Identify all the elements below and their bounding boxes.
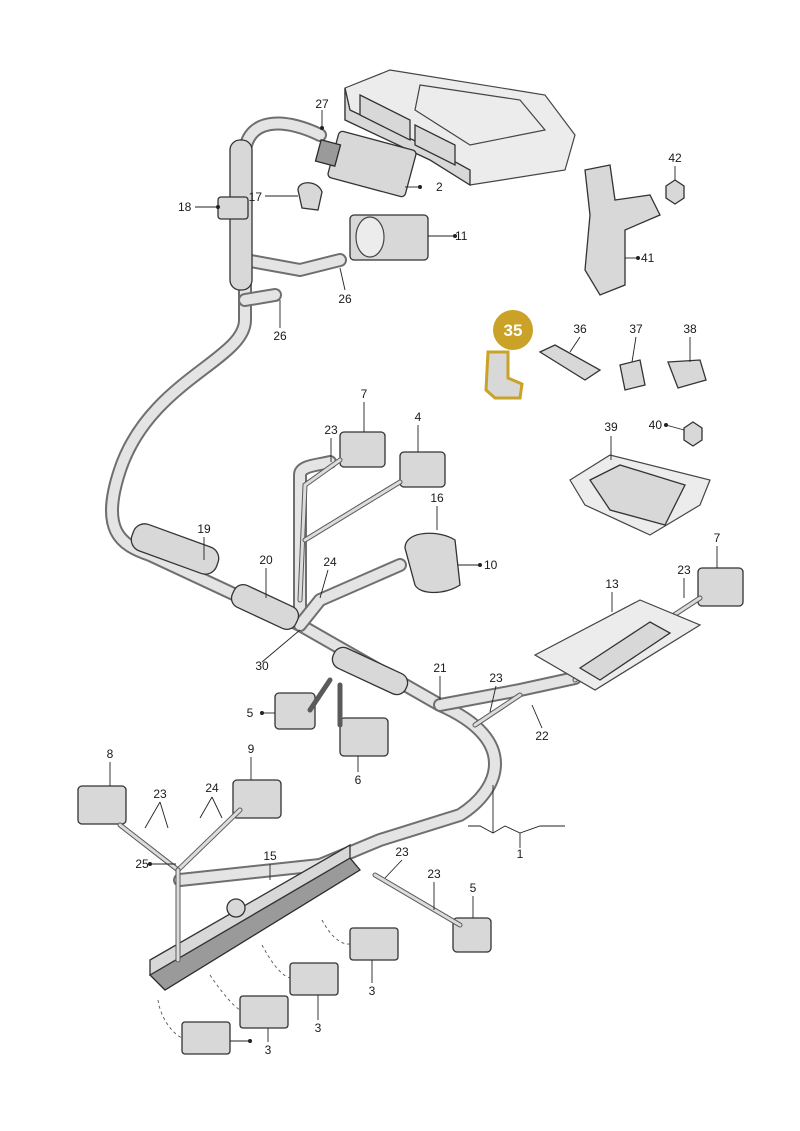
- label-30: 30: [255, 659, 269, 673]
- injector-dashed-leads: [157, 919, 351, 1039]
- label-18: 18: [178, 200, 192, 214]
- label-39: 39: [604, 420, 618, 434]
- label-26-right: 26: [338, 292, 352, 306]
- injector-connectors: [181, 927, 399, 1055]
- label-1: 1: [517, 847, 524, 861]
- connector-2: [314, 130, 417, 198]
- label-17: 17: [249, 190, 263, 204]
- connector-4: [399, 451, 446, 488]
- connector-5-lower: [452, 917, 492, 953]
- label-8: 8: [107, 747, 114, 761]
- injector-rail-harness: [148, 843, 361, 991]
- label-16: 16: [430, 491, 444, 505]
- connector-10: [404, 532, 461, 594]
- label-3-c: 3: [265, 1043, 272, 1057]
- connector-7-upper: [339, 431, 386, 468]
- connector-9: [232, 779, 282, 819]
- label-20: 20: [259, 553, 273, 567]
- bracket-41: [584, 164, 661, 296]
- holder-18: [217, 196, 249, 220]
- label-24-lower: 24: [205, 781, 219, 795]
- label-21: 21: [433, 661, 447, 675]
- connector-8: [77, 785, 127, 825]
- label-7-right: 7: [714, 531, 721, 545]
- main-wiring-harness: [104, 116, 582, 887]
- label-3-b: 3: [315, 1021, 322, 1035]
- part-number-labels: 27 2 18 17 11 26 26 42 41 36 37 38 39 40…: [107, 97, 721, 1057]
- connector-7-right: [697, 567, 744, 607]
- label-27: 27: [315, 97, 329, 111]
- label-5-left: 5: [247, 706, 254, 720]
- label-23-lower-mid: 23: [395, 845, 409, 859]
- nut-42: [665, 179, 685, 205]
- leader-lines: [109, 110, 718, 1042]
- part-35-badge[interactable]: 35: [493, 310, 533, 350]
- label-9: 9: [248, 742, 255, 756]
- label-36: 36: [573, 322, 587, 336]
- part-35-badge-label: 35: [504, 321, 523, 340]
- label-40: 40: [649, 418, 663, 432]
- clip-37: [619, 359, 646, 391]
- plate-36: [538, 344, 602, 381]
- label-23-mid: 23: [489, 671, 503, 685]
- label-15: 15: [263, 849, 277, 863]
- label-23-lower-left: 23: [153, 787, 167, 801]
- cup-39: [569, 454, 711, 536]
- label-7-upper: 7: [361, 387, 368, 401]
- connector-5-left: [274, 692, 316, 730]
- label-6: 6: [355, 773, 362, 787]
- label-11: 11: [455, 229, 468, 243]
- label-26-left: 26: [273, 329, 287, 343]
- label-23-upper: 23: [324, 423, 338, 437]
- label-2: 2: [436, 180, 443, 194]
- label-5-lower: 5: [470, 881, 477, 895]
- connector-11: [349, 214, 429, 261]
- label-dots: [148, 126, 668, 1043]
- label-4: 4: [415, 410, 422, 424]
- label-3-a: 3: [369, 984, 376, 998]
- label-38: 38: [683, 322, 697, 336]
- bracket-35: [484, 350, 524, 400]
- label-24-upper: 24: [323, 555, 337, 569]
- connector-6: [339, 717, 389, 757]
- label-42: 42: [668, 151, 682, 165]
- heat-shield-plate: [533, 599, 702, 691]
- clip-17: [297, 182, 323, 211]
- label-19: 19: [197, 522, 211, 536]
- engine-control-unit: [344, 69, 576, 187]
- label-13: 13: [605, 577, 619, 591]
- label-22: 22: [535, 729, 549, 743]
- label-23-right: 23: [677, 563, 691, 577]
- label-10: 10: [484, 558, 498, 572]
- nut-40: [683, 421, 703, 447]
- label-37: 37: [629, 322, 643, 336]
- clip-38: [667, 359, 707, 389]
- label-25: 25: [135, 857, 149, 871]
- label-23-lower-right: 23: [427, 867, 441, 881]
- label-41: 41: [641, 251, 655, 265]
